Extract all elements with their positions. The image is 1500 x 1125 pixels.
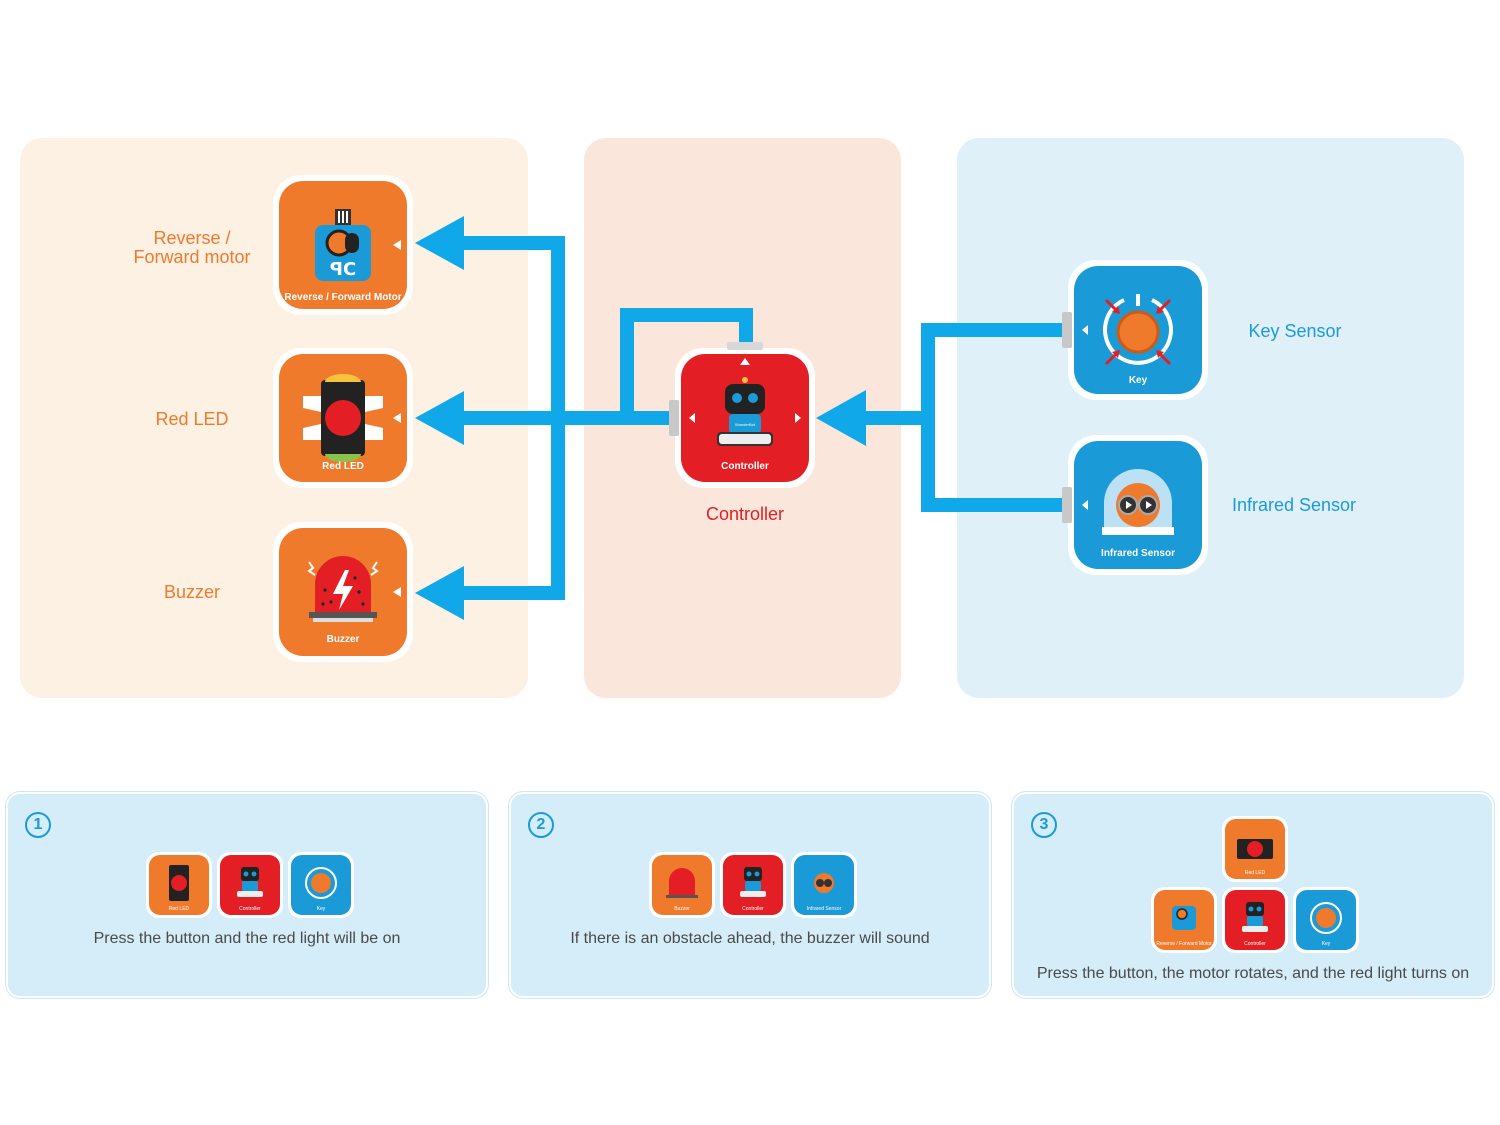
led-module: Red LED	[273, 348, 413, 488]
example-module-title: Red LED	[1245, 870, 1266, 876]
infrared-module-title: Infrared Sensor	[1101, 548, 1175, 559]
motor-icon: ꟼC	[315, 209, 371, 281]
led-label: Red LED	[155, 409, 229, 429]
example-module-title: Buzzer	[674, 906, 690, 912]
example-motor-module: Reverse / Forward Motor	[1151, 887, 1217, 953]
example-number: 2	[528, 812, 554, 838]
example-controller-module: Controller	[720, 852, 786, 918]
connector-controller-top	[620, 308, 753, 418]
example-modules: Red LED Controller Key	[146, 852, 354, 918]
controller-module-title: Controller	[721, 461, 769, 472]
arrow-icon	[415, 566, 464, 620]
example-number: 3	[1031, 812, 1057, 838]
example-key-module: Key	[1293, 887, 1359, 953]
example-module-title: Key	[1322, 941, 1331, 947]
led-icon	[303, 374, 383, 462]
motor-module-title: Reverse / Forward Motor	[284, 292, 401, 303]
output-connectors	[455, 236, 753, 600]
buzzer-label: Buzzer	[163, 582, 221, 602]
svg-text:ꟼC: ꟼC	[330, 259, 356, 280]
example-module-title: Key	[317, 906, 326, 912]
example-buzzer-module: Buzzer	[649, 852, 715, 918]
arrow-icon	[415, 391, 464, 445]
example-modules: Red LED Reverse / Forward Motor Controll…	[1151, 816, 1359, 953]
buzzer-module: Buzzer	[273, 522, 413, 662]
input-modules-panel	[957, 138, 1464, 698]
key-module-title: Key	[1129, 375, 1148, 386]
example-card-2: 2 Buzzer Controller Infrared Sensor If t…	[509, 792, 991, 998]
example-caption: If there is an obstacle ahead, the buzze…	[570, 930, 930, 947]
example-module-title: Reverse / Forward Motor	[1156, 941, 1212, 947]
key-button-icon	[1103, 294, 1173, 366]
motor-module: ꟼC Reverse / Forward Motor	[273, 175, 413, 315]
buzzer-icon	[307, 556, 379, 622]
example-number: 1	[25, 812, 51, 838]
example-infrared-module: Infrared Sensor	[791, 852, 857, 918]
example-card-3: 3 Red LED Reverse / Forward Motor Contro…	[1012, 792, 1494, 998]
connector-from-key	[921, 323, 1062, 512]
example-caption: Press the button, the motor rotates, and…	[1036, 965, 1470, 982]
input-connectors	[858, 323, 1062, 512]
infrared-module: Infrared Sensor	[1062, 435, 1208, 575]
example-module-title: Controller	[239, 906, 261, 912]
example-module-title: Controller	[742, 906, 764, 912]
example-controller-module: Controller	[1222, 887, 1288, 953]
arrow-icon	[415, 216, 464, 270]
led-module-title: Red LED	[322, 461, 364, 472]
robot-icon	[717, 377, 773, 446]
example-key-module: Key	[288, 852, 354, 918]
example-modules: Buzzer Controller Infrared Sensor	[649, 852, 857, 918]
example-controller-module: Controller	[217, 852, 283, 918]
example-module-title: Infrared Sensor	[807, 906, 842, 912]
infrared-eyes-icon	[1102, 469, 1174, 535]
output-arrowheads	[415, 216, 464, 620]
infrared-sensor-label: Infrared Sensor	[1231, 495, 1357, 515]
controller-brand: WonderBot	[735, 422, 756, 427]
controller-module: WonderBot Controller	[669, 342, 815, 488]
key-sensor-label: Key Sensor	[1248, 321, 1342, 341]
buzzer-module-title: Buzzer	[327, 634, 360, 645]
motor-label: Reverse / Forward motor	[133, 228, 251, 267]
controller-label: Controller	[705, 504, 785, 524]
key-module: Key	[1062, 260, 1208, 400]
example-module-title: Controller	[1244, 941, 1266, 947]
example-card-1: 1 Red LED Controller Key Press the butto…	[6, 792, 488, 998]
arrow-icon	[816, 390, 866, 446]
example-led-module: Red LED	[146, 852, 212, 918]
example-module-title: Red LED	[169, 906, 190, 912]
example-caption: Press the button and the red light will …	[93, 930, 401, 947]
example-led-module: Red LED	[1222, 816, 1288, 882]
